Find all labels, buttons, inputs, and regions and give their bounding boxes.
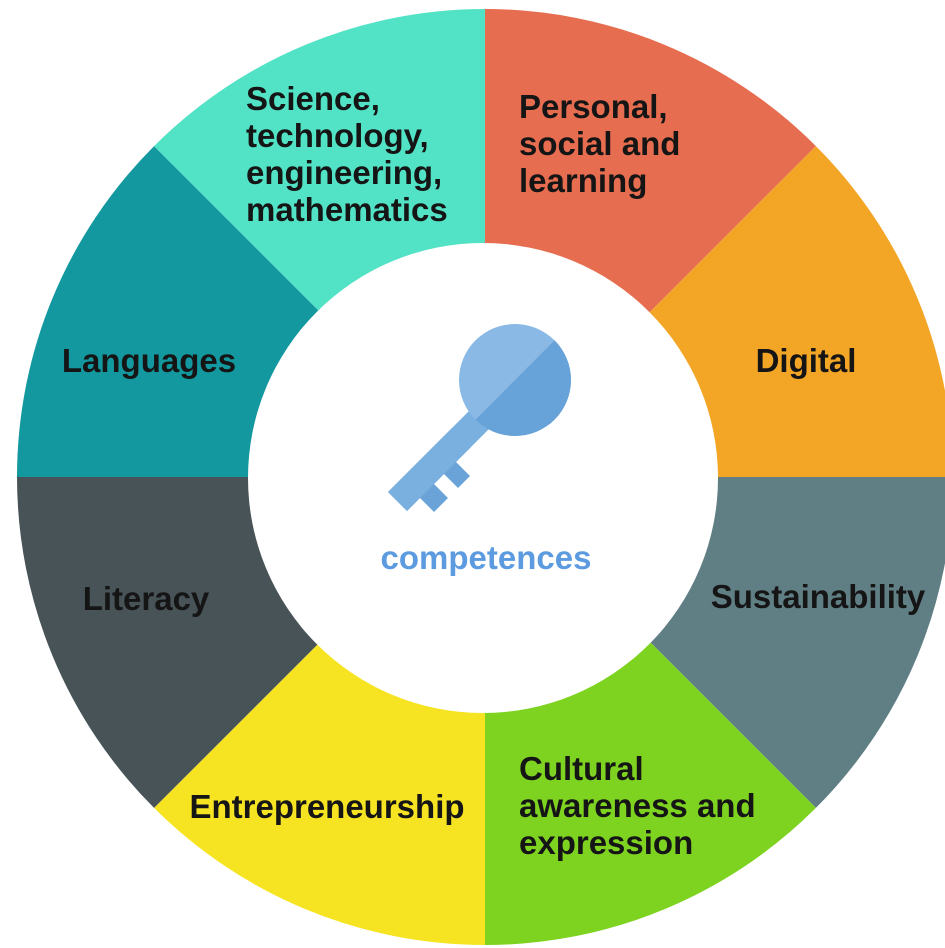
segment-label-line: Languages [62,342,236,379]
segment-label-line: expression [519,824,693,861]
segment-label-line: engineering, [246,154,442,191]
segment-label-line: Literacy [83,580,210,617]
segment-label-line: Science, [246,80,380,117]
key-bow-shade [475,340,571,436]
segment-label-literacy: Literacy [83,580,210,617]
segment-label-line: awareness and [519,787,756,824]
segment-label-line: technology, [246,117,429,154]
inner-circle [248,243,718,713]
segment-label-line: Personal, [519,88,668,125]
segment-label-line: Digital [756,342,857,379]
segment-label-line: social and [519,125,680,162]
center-label: competences [381,539,592,576]
segment-label-entrepreneurship: Entrepreneurship [189,788,464,825]
segment-label-languages: Languages [62,342,236,379]
segment-label-sustainability: Sustainability [711,578,926,615]
key-icon [388,324,571,512]
segment-label-stem: Science,technology,engineering,mathemati… [246,80,448,228]
segment-label-digital: Digital [756,342,857,379]
segment-label-line: Entrepreneurship [189,788,464,825]
segment-label-line: Sustainability [711,578,926,615]
segment-label-line: Cultural [519,750,644,787]
segment-label-line: learning [519,162,647,199]
segment-label-line: mathematics [246,191,448,228]
